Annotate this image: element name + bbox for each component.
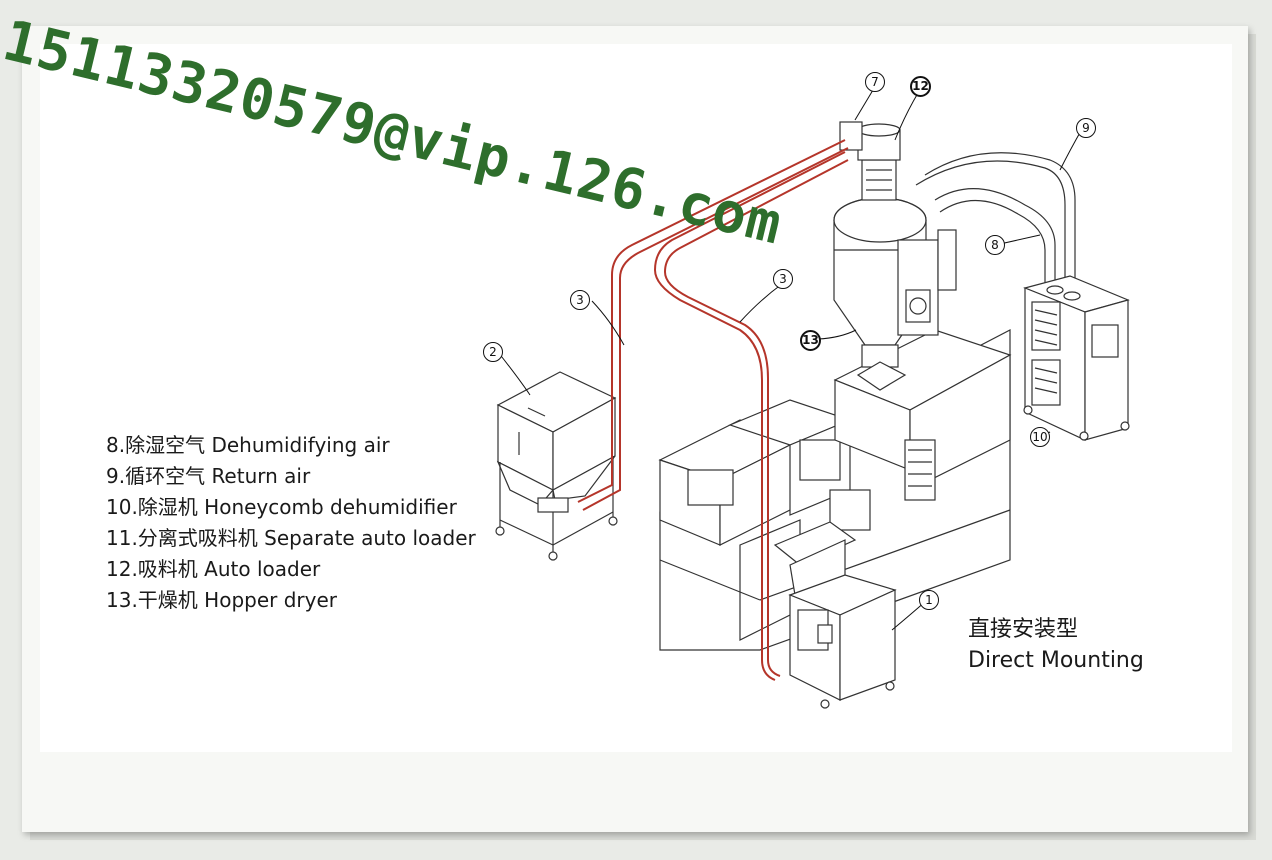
honeycomb-dehumidifier (1023, 275, 1130, 441)
legend: 8.除湿空气 Dehumidifying air 9.循环空气 Return a… (106, 430, 476, 616)
legend-item-return-air: 9.循环空气 Return air (106, 464, 311, 488)
callout-granulator: 1 (919, 590, 939, 610)
legend-item-dehumidifying-air: 8.除湿空气 Dehumidifying air (106, 433, 390, 457)
callout-hopper-dryer: 13 (800, 330, 821, 351)
conveying-pipes (577, 139, 849, 681)
mounting-caption: 直接安装型 Direct Mounting (968, 614, 1144, 676)
callout-pipe-right: 3 (773, 269, 793, 289)
callout-auto-loader: 12 (910, 76, 931, 97)
legend-item-hopper-dryer: 13.干燥机 Hopper dryer (106, 588, 337, 612)
callout-dehumidifying-air: 8 (985, 235, 1005, 255)
callout-storage-bin: 2 (483, 342, 503, 362)
callout-return-air: 9 (1076, 118, 1096, 138)
mounting-title-en: Direct Mounting (968, 648, 1144, 673)
air-hoses (915, 152, 1076, 290)
legend-item-auto-loader: 12.吸料机 Auto loader (106, 557, 321, 581)
callout-separate-loader: 7 (865, 72, 885, 92)
callout-pipe-left: 3 (570, 290, 590, 310)
callout-dehumidifier: 10 (1030, 427, 1050, 447)
granulator (773, 521, 897, 709)
storage-bin (495, 371, 618, 561)
mounting-title-cn: 直接安装型 (968, 617, 1079, 642)
legend-item-honeycomb-dehumidifier: 10.除湿机 Honeycomb dehumidifier (106, 495, 457, 519)
hopper-dryer (833, 121, 957, 391)
molding-machine (658, 329, 1012, 651)
legend-item-separate-auto-loader: 11.分离式吸料机 Separate auto loader (106, 526, 476, 550)
